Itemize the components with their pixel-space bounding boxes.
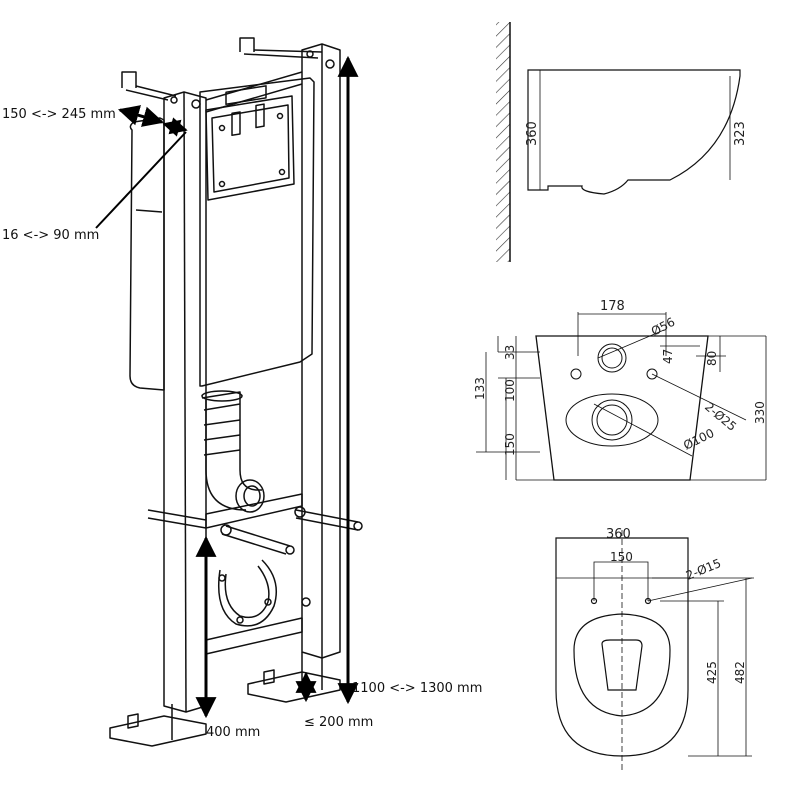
bowl-side-profile bbox=[527, 69, 741, 195]
dim-133-label: 133 bbox=[473, 377, 487, 400]
dim-150-label: 150 bbox=[503, 433, 517, 456]
foot-height-label: ≤ 200 mm bbox=[304, 715, 373, 730]
dim-47-label: 47 bbox=[661, 349, 675, 364]
depth-dimension-arrow bbox=[117, 105, 165, 127]
frame-foot-left bbox=[109, 704, 207, 747]
pipe-outlet-ellipse bbox=[565, 393, 659, 447]
bolt-hole-left bbox=[570, 368, 582, 380]
bowl-drain bbox=[601, 639, 643, 691]
frame-upright-right bbox=[301, 43, 341, 659]
depth-adjust-label: 150 <-> 245 mm bbox=[2, 107, 116, 122]
drain-pipe bbox=[201, 390, 265, 513]
bowl-opening bbox=[573, 613, 671, 717]
top-width-label: 360 bbox=[606, 527, 631, 542]
wall-dimension-arrow bbox=[162, 117, 188, 137]
flush-panel bbox=[205, 85, 295, 201]
frame-foot-right bbox=[247, 652, 341, 703]
rear-width-top-label: 178 bbox=[600, 299, 625, 314]
dim-33-label: 33 bbox=[503, 345, 517, 360]
rear-view bbox=[476, 312, 767, 481]
top-view bbox=[555, 530, 754, 770]
frame-dimensions bbox=[95, 55, 359, 719]
side-bowl-height-label: 323 bbox=[733, 121, 748, 146]
bolt-hole-right bbox=[646, 368, 658, 380]
top-length-inner-label: 425 bbox=[705, 661, 719, 684]
support-rods bbox=[147, 506, 363, 555]
dim-80-label: 80 bbox=[705, 351, 719, 366]
rear-height-label: 330 bbox=[753, 401, 767, 424]
wall-leader-line bbox=[95, 131, 187, 229]
wall-adjust-label: 16 <-> 90 mm bbox=[2, 228, 99, 243]
height-adjust-label: 1100 <-> 1300 mm bbox=[352, 681, 482, 696]
installation-frame bbox=[109, 37, 363, 747]
dim-100-label: 100 bbox=[503, 379, 517, 402]
wall-hatching bbox=[496, 22, 510, 262]
bowl-template bbox=[218, 559, 311, 627]
hole-spacing-label: 150 bbox=[610, 550, 633, 564]
outlet-diameter-label: Ø56 bbox=[649, 315, 677, 339]
bottom-height-label: 400 mm bbox=[206, 725, 260, 740]
wall-bracket-left bbox=[121, 71, 177, 101]
side-height-label: 360 bbox=[525, 121, 540, 146]
pipe-diameter-label: Ø100 bbox=[681, 426, 716, 453]
side-view bbox=[496, 22, 741, 262]
mount-holes-label: 2-Ø15 bbox=[684, 556, 723, 583]
top-length-total-label: 482 bbox=[733, 661, 747, 684]
